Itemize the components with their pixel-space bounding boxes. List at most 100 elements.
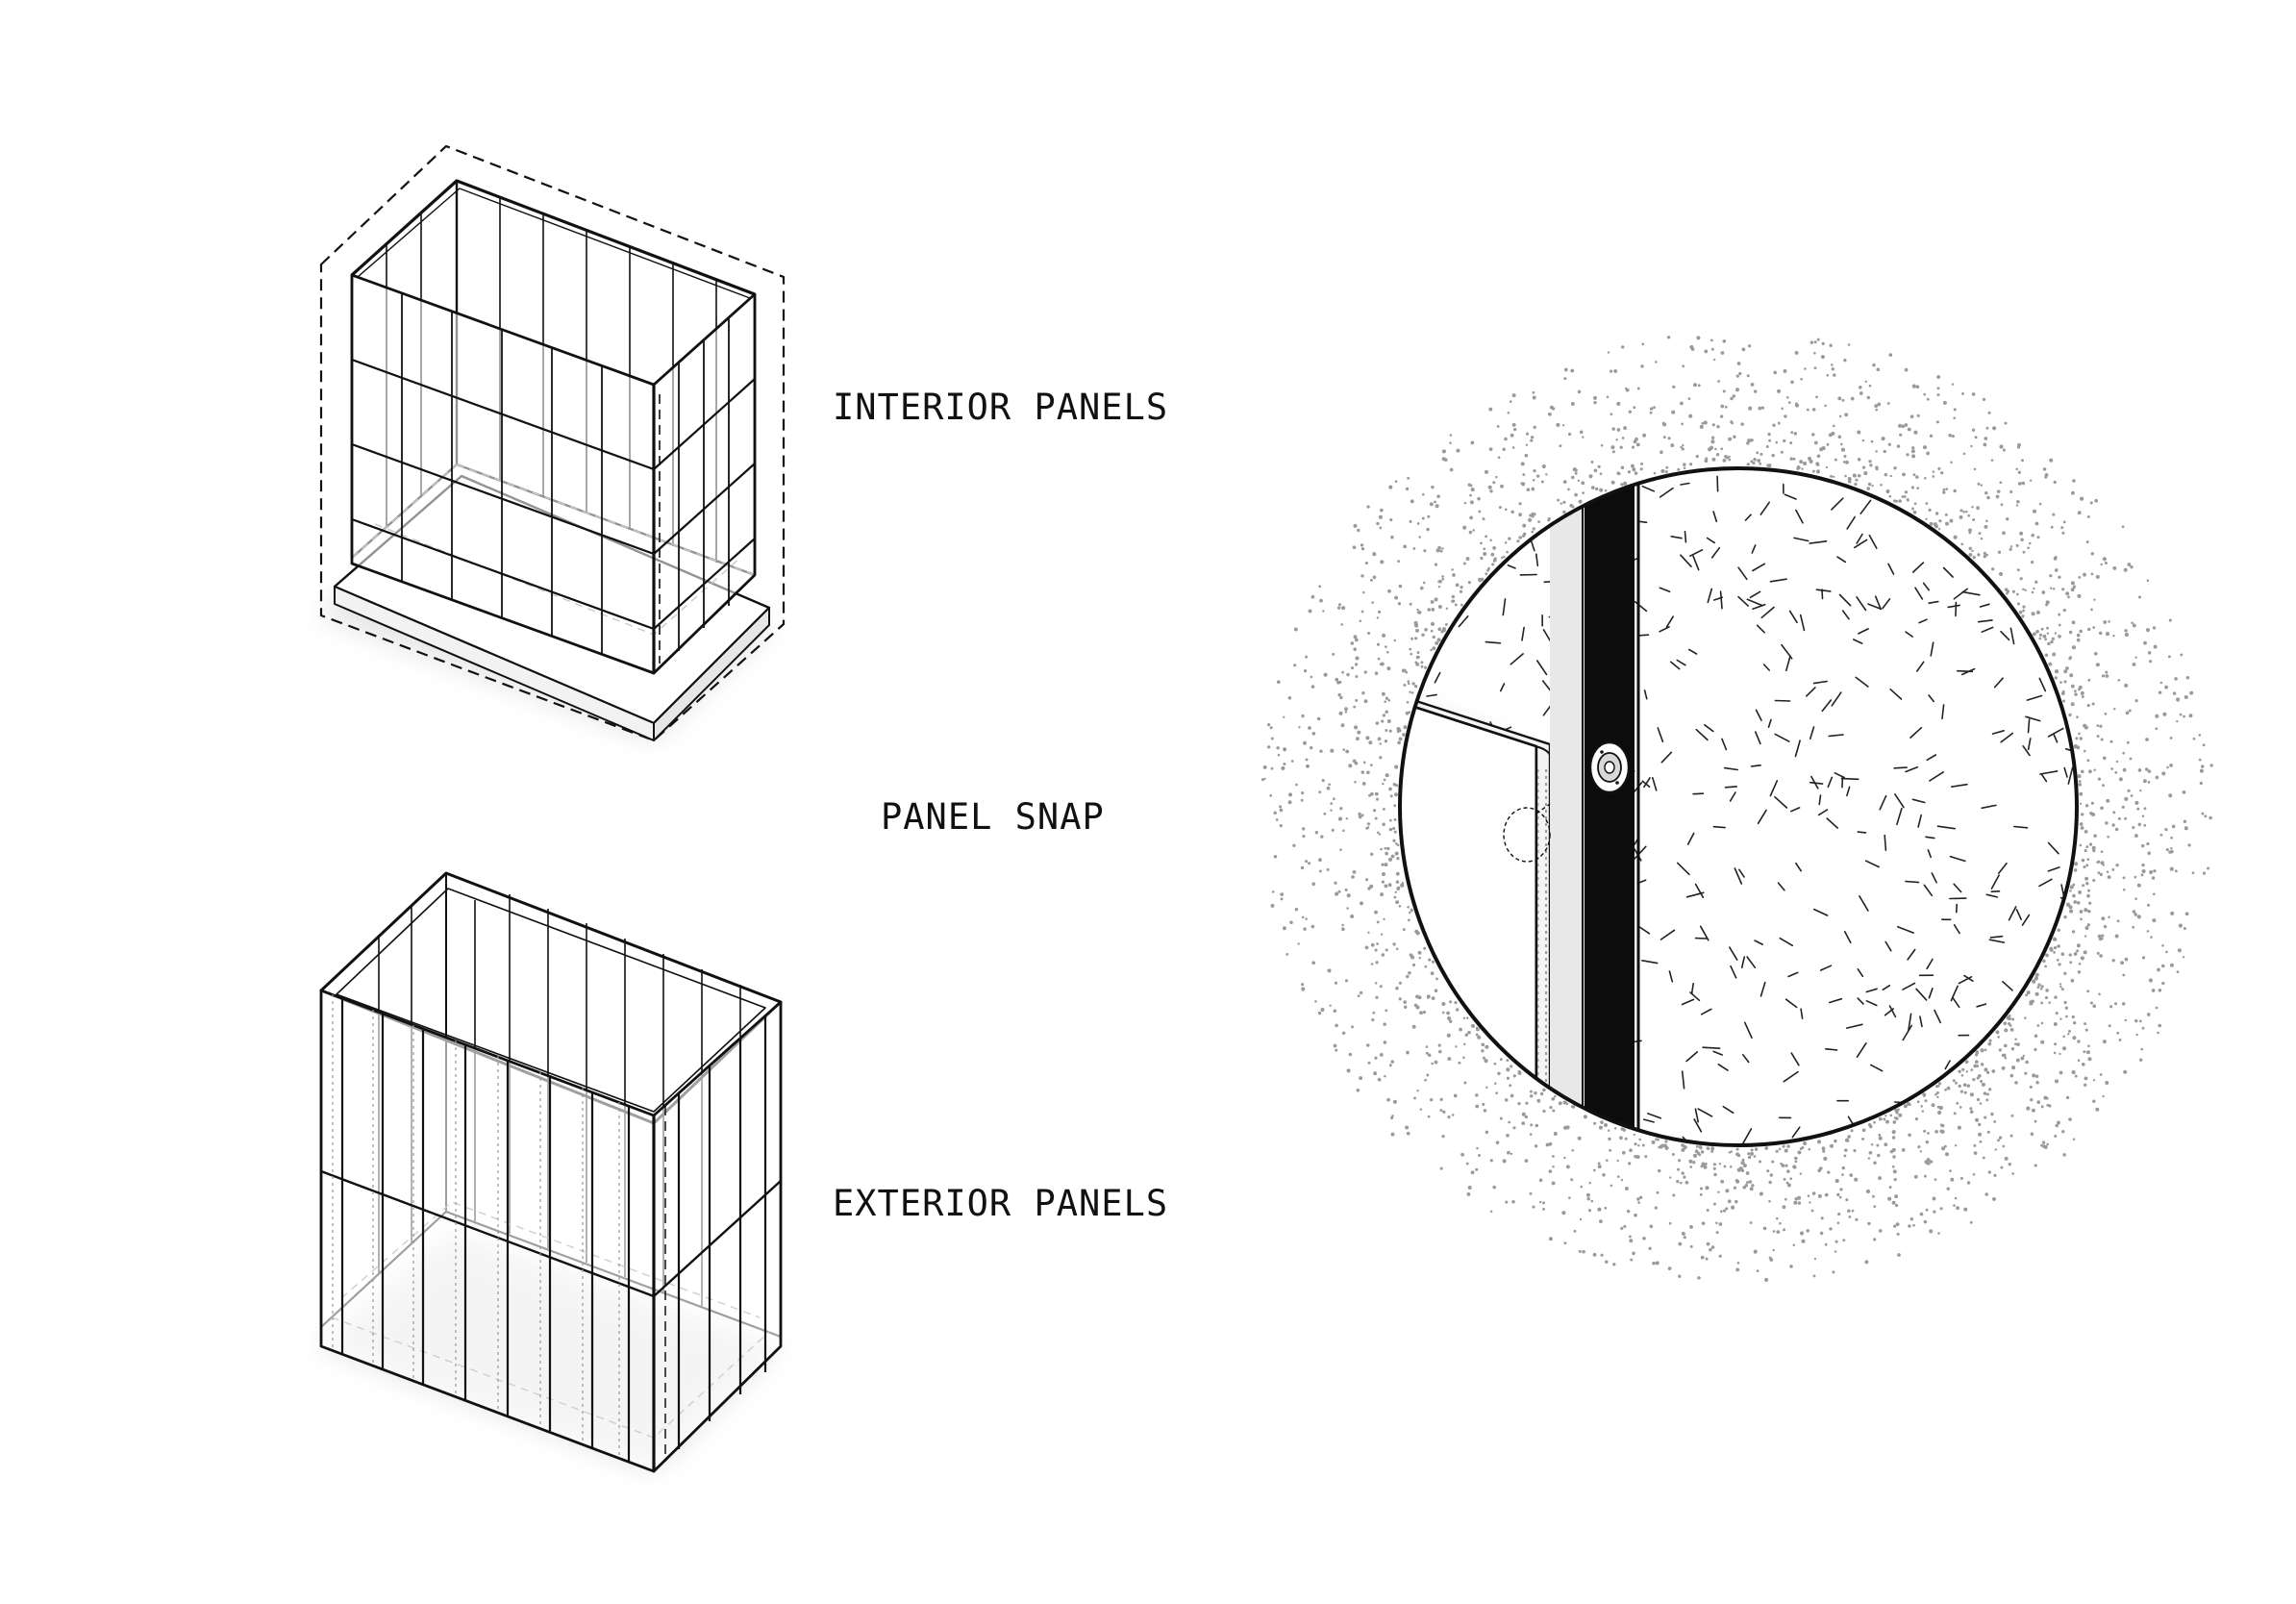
halftone-dot <box>1915 475 1919 479</box>
halftone-dot <box>1358 812 1361 816</box>
hatch-stroke <box>1719 590 1723 610</box>
halftone-dot <box>1786 1183 1791 1188</box>
halftone-dot <box>1359 1076 1363 1081</box>
halftone-dot <box>1965 1070 1969 1073</box>
halftone-dot <box>1950 1177 1955 1182</box>
halftone-dot <box>1696 336 1701 340</box>
halftone-dot <box>2108 915 2110 919</box>
halftone-dot <box>1924 1099 1928 1103</box>
halftone-dot <box>2169 849 2174 854</box>
halftone-dot <box>1925 1208 1929 1212</box>
halftone-dot <box>2170 911 2175 915</box>
halftone-dot <box>1703 1165 1708 1169</box>
halftone-dot <box>1960 542 1964 546</box>
halftone-dot <box>1990 1112 1994 1116</box>
halftone-dot <box>1797 1201 1802 1205</box>
halftone-dot <box>1831 367 1834 371</box>
halftone-dot <box>2189 690 2194 695</box>
halftone-dot <box>2074 689 2077 692</box>
halftone-dot <box>1725 1207 1729 1211</box>
halftone-dot <box>1811 469 1815 473</box>
halftone-dot <box>1385 710 1388 714</box>
halftone-dot <box>1919 1212 1924 1216</box>
halftone-dot <box>2076 715 2079 719</box>
halftone-dot <box>2045 989 2049 992</box>
halftone-dot <box>1873 1120 1876 1124</box>
halftone-dot <box>1370 942 1375 947</box>
halftone-dot <box>2083 865 2086 869</box>
halftone-dot <box>1820 1216 1824 1220</box>
halftone-dot <box>1430 600 1435 604</box>
halftone-dot <box>1610 1184 1613 1188</box>
halftone-dot <box>1407 476 1410 480</box>
halftone-dot <box>1360 770 1365 774</box>
halftone-dot <box>2122 751 2126 755</box>
halftone-dot <box>1772 423 1776 427</box>
halftone-dot <box>1548 1237 1553 1241</box>
halftone-dot <box>1287 800 1292 805</box>
halftone-dot <box>2076 949 2080 953</box>
halftone-dot <box>1705 1186 1710 1190</box>
halftone-dot <box>1772 1230 1776 1233</box>
halftone-dot <box>1597 464 1601 468</box>
halftone-dot <box>1912 1223 1915 1227</box>
halftone-dot <box>2063 669 2068 674</box>
halftone-dot <box>1486 568 1490 572</box>
halftone-dot <box>1593 395 1597 400</box>
hatch-stroke <box>1949 855 1966 863</box>
halftone-dot <box>1699 1192 1703 1196</box>
hatch-stroke <box>1643 689 1648 700</box>
halftone-dot <box>1374 791 1379 796</box>
halftone-dot <box>2108 1024 2111 1028</box>
halftone-dot <box>1375 961 1379 965</box>
hatch-stroke <box>1633 845 1647 861</box>
interior-side-columns <box>678 317 730 651</box>
halftone-dot <box>1530 436 1535 439</box>
halftone-dot <box>1953 535 1958 539</box>
halftone-dot <box>2099 1073 2103 1076</box>
halftone-dot <box>1534 1090 1537 1095</box>
halftone-dot <box>1414 661 1418 664</box>
halftone-dot <box>1509 400 1512 403</box>
halftone-dot <box>1715 1231 1719 1235</box>
halftone-dot <box>2179 713 2183 716</box>
halftone-dot <box>1355 656 1360 661</box>
halftone-dot <box>1421 516 1425 520</box>
halftone-dot <box>2134 875 2137 879</box>
halftone-dot <box>1894 1194 1899 1199</box>
halftone-dot <box>1703 420 1708 425</box>
hatch-stroke <box>1426 693 1437 697</box>
halftone-dot <box>2085 845 2089 849</box>
halftone-dot <box>1409 690 1411 693</box>
halftone-dot <box>1909 1103 1911 1106</box>
halftone-dot <box>1815 469 1821 474</box>
hatch-stroke <box>1961 590 1981 596</box>
halftone-dot <box>1463 501 1467 505</box>
halftone-dot <box>1993 1173 1997 1177</box>
panel-snap-detail <box>1260 336 2213 1282</box>
halftone-dot <box>1834 1240 1838 1243</box>
halftone-dot <box>2174 869 2178 873</box>
halftone-dot <box>1884 1142 1888 1147</box>
halftone-dot <box>1623 426 1628 431</box>
halftone-dot <box>1909 414 1914 419</box>
halftone-dot <box>1431 608 1435 612</box>
halftone-dot <box>2020 1056 2025 1061</box>
halftone-dot <box>1868 384 1872 388</box>
halftone-dot <box>1410 637 1414 640</box>
hatch-stroke <box>1856 1042 1867 1058</box>
halftone-dot <box>2122 888 2126 891</box>
halftone-dot <box>2097 777 2102 781</box>
halftone-dot <box>1311 882 1316 887</box>
halftone-dot <box>1364 561 1368 565</box>
halftone-dot <box>1524 1159 1529 1163</box>
halftone-dot <box>1841 1173 1844 1176</box>
halftone-dot <box>2068 630 2073 635</box>
halftone-dot <box>1837 435 1842 439</box>
halftone-dot <box>1409 911 1411 915</box>
halftone-dot <box>2024 1071 2028 1075</box>
halftone-dot <box>1579 430 1584 435</box>
halftone-dot <box>1998 571 2004 576</box>
halftone-dot <box>1439 1097 1443 1101</box>
halftone-dot <box>1577 479 1581 483</box>
